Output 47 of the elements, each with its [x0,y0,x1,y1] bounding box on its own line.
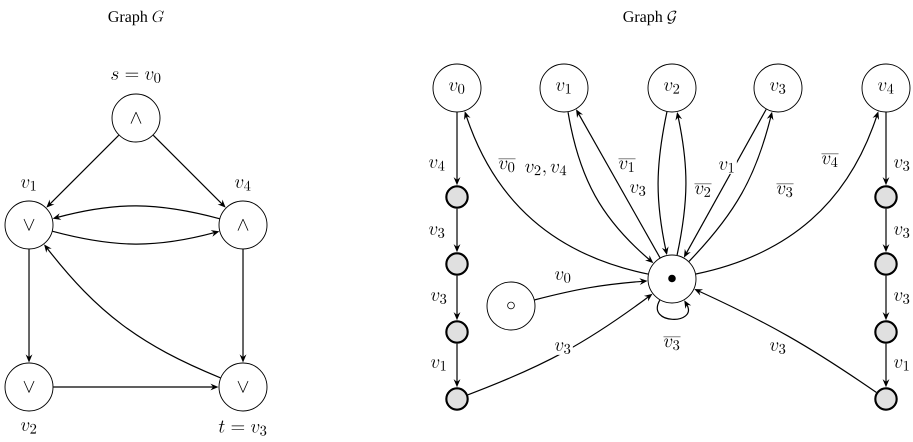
vertex-node: $v_0$ [432,64,482,112]
vertex-node: $v_4$ [862,64,910,112]
graph-title: $\mathrm{Graph}\ \mathcal{G}$ [623,10,676,26]
node-label: $v_4$ [235,179,250,191]
edge-label: $v_1$ [431,359,446,371]
small-node [874,185,898,209]
edge-label: $v_3$ [894,292,910,304]
node-label: $v_2$ [21,422,36,434]
gate-node: $\wedge$ [112,94,160,142]
edge-label: $\overline{v_3}$ [776,184,794,198]
small-node [445,252,469,276]
edge-label: $\overline{v_1}$ [618,158,636,172]
edge-label: $v_3$ [431,292,446,304]
edge-label: $\overline{v_4}$ [821,154,839,167]
edge-label: $v_2, v_4$ [525,164,566,176]
edge-label: $v_3$ [555,342,570,354]
vertex-node: $\circ$ [486,282,536,330]
edge-label: $v_3$ [894,159,910,171]
graph-title: $\mathrm{Graph}\ G$ [108,10,164,26]
edge-label: $v_3$ [630,184,646,196]
node-label: $v_1$ [21,179,36,191]
gate-node: $\vee$ [4,200,54,250]
edge-label: $v_3$ [894,226,910,238]
edge-label: $v_1$ [894,359,909,371]
gate-node: $\vee$ [218,362,268,412]
edge-label: $\overline{v_3}$ [663,336,681,350]
small-node [445,320,469,344]
edge-label: $v_1$ [719,161,734,173]
small-node [874,387,898,411]
small-node [445,185,469,209]
small-node [874,320,898,344]
vertex-node: $\bullet$ [648,254,696,304]
vertex-node: $v_2$ [648,64,696,112]
edge-label: $v_3$ [770,342,786,354]
node-label: $s = v_0$ [111,71,160,83]
edge-label: $v_4$ [429,159,444,171]
edge-label: $\overline{v_0}$ [498,158,516,172]
vertex-node: $v_3$ [754,64,802,112]
edge-label: $\overline{v_2}$ [694,184,712,197]
gate-node: $\wedge$ [218,200,268,250]
small-node [874,252,898,276]
edge-label: $v_0$ [555,271,570,283]
small-node [445,387,469,411]
vertex-node: $v_1$ [540,64,588,112]
node-label: $t = v_3$ [218,420,266,436]
gate-node: $\vee$ [4,362,54,412]
edge-label: $v_3$ [429,226,444,238]
